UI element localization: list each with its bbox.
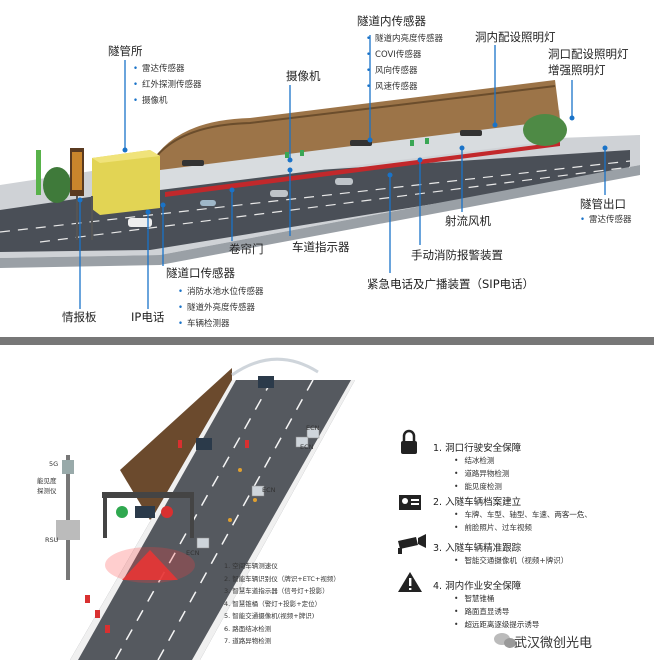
control-station bbox=[92, 150, 160, 215]
list-item: 隧道外亮度传感器 bbox=[178, 300, 264, 316]
section-divider bbox=[0, 337, 654, 345]
legend-item: 4. 智慧锥桶（警灯+投影+定位） bbox=[224, 599, 322, 608]
feature-items: 车牌、车型、轴型、车速、两客一危、 前脸照片、过车视频 bbox=[436, 508, 592, 534]
list-item: 消防水池水位传感器 bbox=[178, 284, 264, 300]
boost-lighting-label: 增强照明灯 bbox=[548, 63, 606, 77]
list-item: 车牌、车型、轴型、车速、两客一危、 bbox=[454, 508, 592, 521]
feature-title: 2. 入隧车辆档案建立 bbox=[433, 497, 522, 508]
list-item: 风速传感器 bbox=[366, 79, 443, 95]
entrance-sensors-label: 隧道口传感器 bbox=[166, 266, 235, 280]
green-arrow-icon bbox=[116, 506, 128, 518]
legend-item: 6. 路面结冰检测 bbox=[224, 624, 272, 633]
list-item: 路面直显诱导 bbox=[454, 605, 539, 618]
list-item: 雷达传感器 bbox=[133, 61, 202, 77]
ecn-label: ECN bbox=[306, 424, 320, 432]
list-item: 结冰检测 bbox=[454, 454, 509, 467]
emergency-phone-label: 紧急电话及广播装置（SIP电话） bbox=[367, 277, 535, 291]
lane-markings bbox=[0, 160, 631, 243]
list-item: 前脸照片、过车视频 bbox=[454, 521, 592, 534]
camera-device bbox=[135, 506, 155, 518]
lane-indicator-label: 车道指示器 bbox=[292, 240, 350, 254]
green-post bbox=[36, 150, 41, 195]
device-legend: 1. 空间车辆测速仪 2. 智能车辆识别仪（牌识+ETC+视频） 3. 智慧车道… bbox=[224, 560, 340, 648]
feature-items: 智能交通摄像机（视频+牌识） bbox=[436, 554, 568, 567]
road-surface bbox=[0, 150, 630, 252]
jet-fan-label: 射流风机 bbox=[445, 214, 491, 228]
list-item: 智能交通摄像机（视频+牌识） bbox=[454, 554, 568, 567]
entrance-sensors-items: 消防水池水位传感器 隧道外亮度传感器 车辆检测器 bbox=[178, 284, 264, 332]
lock-icon bbox=[401, 429, 417, 454]
list-item: 红外探测传感器 bbox=[133, 77, 202, 93]
portal-camera bbox=[258, 376, 274, 388]
entrance-lighting-label: 洞口配设照明灯 bbox=[548, 47, 629, 61]
tunnel-exit-items: 雷达传感器 bbox=[580, 212, 632, 228]
list-item: 车辆检测器 bbox=[178, 316, 264, 332]
legend-item: 3. 智慧车道指示器（信号灯+投影） bbox=[224, 587, 329, 595]
control-station-label: 隧管所 bbox=[108, 44, 143, 58]
red-strip bbox=[165, 142, 560, 197]
visibility-label-2: 探测仪 bbox=[37, 487, 57, 495]
warning-projection bbox=[122, 550, 178, 580]
list-item: 隧道内亮度传感器 bbox=[366, 31, 443, 47]
tunnel-portal bbox=[231, 357, 319, 377]
id-card-icon bbox=[399, 495, 421, 510]
legend-item: 2. 智能车辆识别仪（牌识+ETC+视频） bbox=[224, 574, 340, 583]
sensor-pole bbox=[66, 455, 70, 580]
gantry bbox=[102, 492, 194, 498]
list-item: 雷达传感器 bbox=[580, 212, 632, 228]
smart-cones bbox=[85, 440, 249, 633]
legend-item: 7. 道路异物检测 bbox=[224, 637, 272, 645]
list-item: 能见度检测 bbox=[454, 480, 509, 493]
warning-icon bbox=[398, 572, 422, 592]
ip-phone-label: IP电话 bbox=[131, 310, 165, 324]
list-item: 智慧锥桶 bbox=[454, 592, 539, 605]
interior-lighting-label: 洞内配设照明灯 bbox=[475, 30, 556, 44]
list-item: COVI传感器 bbox=[366, 47, 443, 63]
rsu-label: RSU bbox=[45, 536, 59, 544]
rolling-door-label: 卷帘门 bbox=[229, 242, 264, 256]
5g-label: 5G bbox=[49, 460, 59, 468]
red-x-icon bbox=[161, 506, 173, 518]
ecn-label: ECN bbox=[262, 486, 276, 494]
legend-item: 1. 空间车辆测速仪 bbox=[224, 562, 278, 570]
watermark: 武汉微创光电 bbox=[514, 636, 593, 651]
list-item: 道路异物检测 bbox=[454, 467, 509, 480]
list-item: 风向传感器 bbox=[366, 63, 443, 79]
tree-left bbox=[43, 167, 71, 203]
list-item: 摄像机 bbox=[133, 93, 202, 109]
ecn-label: ECN bbox=[300, 443, 314, 451]
camera-label: 摄像机 bbox=[286, 69, 321, 83]
lane-lights bbox=[285, 138, 429, 158]
road-bottom bbox=[70, 380, 355, 660]
tunnel-sensors-label: 隧道内传感器 bbox=[357, 14, 426, 28]
feature-title: 3. 入隧车辆精准跟踪 bbox=[433, 543, 522, 554]
tunnel-sensors-items: 隧道内亮度传感器 COVI传感器 风向传感器 风速传感器 bbox=[366, 31, 443, 95]
tunnel-exit-label: 隧管出口 bbox=[580, 197, 626, 211]
visibility-label: 能见度 bbox=[37, 477, 57, 485]
feature-items: 智慧锥桶 路面直显诱导 超远距离逐级提示诱导 bbox=[436, 592, 539, 631]
tunnel-earth bbox=[120, 368, 232, 520]
jet-fans bbox=[182, 130, 482, 166]
ecn-label: ECN bbox=[186, 549, 200, 557]
legend-item: 5. 智能交通摄像机(视频+牌识) bbox=[224, 612, 315, 620]
car bbox=[128, 218, 152, 227]
tunnel-arch bbox=[150, 80, 560, 170]
camera-icon bbox=[398, 534, 426, 554]
road-edge bbox=[0, 165, 640, 268]
info-board-label: 情报板 bbox=[62, 310, 97, 324]
feature-items: 结冰检测 道路异物检测 能见度检测 bbox=[436, 454, 509, 493]
feature-title: 1. 洞口行驶安全保障 bbox=[433, 443, 522, 454]
feature-title: 4. 洞内作业安全保障 bbox=[433, 581, 522, 592]
list-item: 超远距离逐级提示诱导 bbox=[454, 618, 539, 631]
control-station-items: 雷达传感器 红外探测传感器 摄像机 bbox=[133, 61, 202, 109]
fire-alarm-label: 手动消防报警装置 bbox=[411, 248, 503, 262]
wechat-icon bbox=[494, 633, 516, 648]
tree-right bbox=[523, 114, 567, 146]
ecn-boxes bbox=[196, 427, 320, 549]
